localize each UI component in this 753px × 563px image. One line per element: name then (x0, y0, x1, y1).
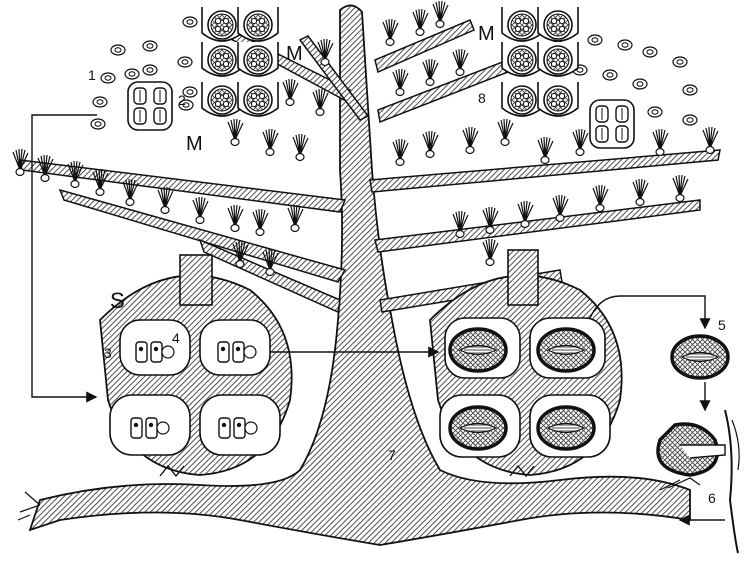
male-anthers-center (202, 7, 278, 116)
label-m-right: M (478, 23, 495, 45)
label-5: 5 (718, 317, 726, 333)
label-m-left: M (186, 133, 203, 155)
released-seed (672, 336, 728, 378)
label-4: 4 (172, 330, 180, 346)
germinating-seed (658, 410, 739, 553)
fruit-left (100, 255, 292, 476)
label-8: 8 (478, 90, 486, 106)
label-3: 3 (104, 345, 112, 361)
label-s: S (110, 288, 125, 313)
label-7: 7 (388, 447, 396, 463)
fruit-right (430, 250, 622, 476)
label-2: 2 (178, 92, 186, 108)
label-6: 6 (708, 490, 716, 506)
label-1: 1 (88, 67, 96, 83)
label-m-center: M (286, 43, 303, 65)
male-anthers-right (502, 7, 578, 116)
